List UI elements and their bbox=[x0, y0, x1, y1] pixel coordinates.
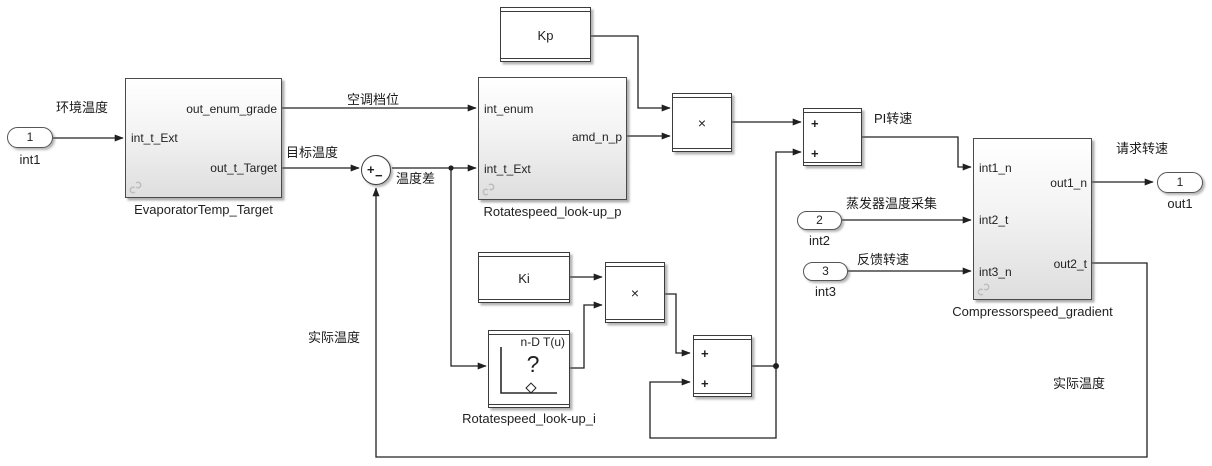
block-multiply-2[interactable]: × bbox=[605, 262, 665, 323]
lookup-question-glyph: ? bbox=[526, 351, 540, 377]
block-name-rotatespeed-i: Rotatespeed_look-up_i bbox=[462, 411, 596, 426]
block-name-evaporator: EvaporatorTemp_Target bbox=[134, 202, 273, 217]
port-out2-t: out2_t bbox=[1053, 257, 1087, 271]
multiply-2-symbol: × bbox=[630, 285, 640, 301]
lookup-title: n-D T(u) bbox=[520, 335, 565, 349]
label-pi-speed: PI转速 bbox=[874, 111, 913, 126]
block-rotatespeed-look-up-i[interactable]: n-D T(u) ? bbox=[488, 330, 570, 408]
port-int-t-ext-p: int_t_Ext bbox=[484, 162, 531, 176]
block-evaporator-temp-target[interactable]: int_t_Ext out_enum_grade out_t_Target bbox=[125, 78, 282, 198]
block-multiply-1[interactable]: × bbox=[672, 93, 732, 152]
block-compressorspeed-gradient[interactable]: int1_n int2_t int3_n out1_n out2_t bbox=[973, 138, 1092, 300]
label-actual-temp-left: 实际温度 bbox=[308, 330, 361, 345]
sum-circle-block[interactable]: + − bbox=[361, 155, 391, 185]
sum-2-plus-bottom: + bbox=[701, 376, 709, 391]
junction-dot-i-sum bbox=[773, 363, 779, 369]
sum-circle-plus: + bbox=[367, 162, 375, 177]
port-int-enum: int_enum bbox=[484, 102, 534, 116]
port-out1-n: out1_n bbox=[1050, 176, 1087, 190]
inport-2-number: 2 bbox=[816, 213, 823, 227]
label-request-speed: 请求转速 bbox=[1116, 141, 1169, 156]
block-ki[interactable]: Ki bbox=[478, 252, 570, 303]
broken-link-icon bbox=[977, 283, 990, 296]
label-feedback-speed: 反馈转速 bbox=[857, 252, 910, 267]
broken-link-icon bbox=[129, 181, 142, 194]
kp-label: Kp bbox=[537, 28, 554, 43]
block-kp[interactable]: Kp bbox=[500, 7, 591, 62]
sum-2-plus-top: + bbox=[701, 346, 709, 361]
port-int1-n: int1_n bbox=[979, 161, 1012, 175]
inport-3-label: int3 bbox=[815, 284, 836, 299]
outport-1-label: out1 bbox=[1167, 196, 1193, 211]
inport-3-number: 3 bbox=[822, 264, 829, 278]
broken-link-icon bbox=[482, 183, 495, 196]
block-sum-2[interactable]: + + bbox=[693, 335, 752, 397]
label-actual-temp-right: 实际温度 bbox=[1053, 376, 1106, 391]
port-int-t-ext: int_t_Ext bbox=[131, 131, 178, 145]
port-int3-n: int3_n bbox=[979, 265, 1012, 279]
inport-1[interactable]: 1 bbox=[7, 127, 53, 148]
label-target-temp: 目标温度 bbox=[286, 145, 339, 160]
sum-1-plus-bottom: + bbox=[811, 146, 819, 161]
wire-lookup-to-mult2[interactable] bbox=[570, 301, 603, 369]
port-out-enum-grade: out_enum_grade bbox=[186, 102, 277, 116]
block-sum-1[interactable]: + + bbox=[803, 108, 862, 166]
wire-out2-t-feedback[interactable] bbox=[372, 187, 1148, 458]
inport-2-label: int2 bbox=[809, 233, 830, 248]
ki-label: Ki bbox=[518, 271, 530, 286]
outport-1[interactable]: 1 bbox=[1157, 172, 1203, 193]
sum-1-plus-top: + bbox=[811, 116, 819, 131]
inport-3[interactable]: 3 bbox=[803, 262, 848, 281]
lookup-axis-icon bbox=[500, 347, 557, 394]
wire-temp-diff-branch-to-lookup[interactable] bbox=[450, 168, 487, 370]
block-name-compressor: Compressorspeed_gradient bbox=[952, 304, 1113, 319]
multiply-1-symbol: × bbox=[697, 115, 707, 131]
inport-1-number: 1 bbox=[26, 130, 34, 144]
wire-i-path-to-sum1[interactable] bbox=[775, 148, 802, 366]
junction-dot-temp-diff bbox=[448, 165, 454, 171]
outport-1-number: 1 bbox=[1176, 175, 1184, 189]
inport-2[interactable]: 2 bbox=[797, 211, 842, 230]
label-evap-temp-collect: 蒸发器温度采集 bbox=[846, 196, 938, 211]
wire-sum2-self-loop[interactable] bbox=[649, 366, 777, 439]
label-temp-diff: 温度差 bbox=[396, 171, 436, 186]
port-out-t-target: out_t_Target bbox=[210, 161, 277, 175]
block-name-rotatespeed-p: Rotatespeed_look-up_p bbox=[483, 204, 622, 219]
wire-sum1-to-int1-n[interactable] bbox=[862, 136, 972, 171]
wire-mult2-to-sum2[interactable] bbox=[665, 293, 691, 357]
label-ac-gear: 空调档位 bbox=[347, 92, 400, 107]
inport-1-label: int1 bbox=[19, 152, 41, 167]
label-ambient-temp: 环境温度 bbox=[56, 100, 109, 115]
port-int2-t: int2_t bbox=[979, 213, 1009, 227]
block-rotatespeed-look-up-p[interactable]: int_enum int_t_Ext amd_n_p bbox=[478, 77, 627, 200]
sum-circle-minus: − bbox=[375, 168, 383, 183]
wire-kp-to-mult1[interactable] bbox=[591, 35, 671, 112]
port-amd-n-p: amd_n_p bbox=[571, 130, 622, 144]
